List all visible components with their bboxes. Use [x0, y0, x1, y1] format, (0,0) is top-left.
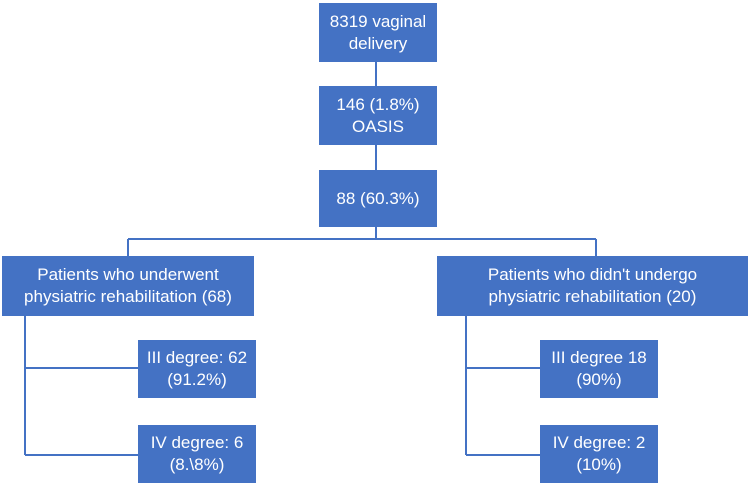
- node-rehab-line2: physiatric rehabilitation (68): [24, 287, 232, 306]
- node-rehab: Patients who underwent physiatric rehabi…: [2, 256, 254, 316]
- node-oasis: 146 (1.8%) OASIS: [319, 86, 437, 145]
- node-included: 88 (60.3%): [319, 170, 437, 227]
- node-no-rehab: Patients who didn't undergo physiatric r…: [437, 256, 748, 316]
- node-rehab-iii-degree: III degree: 62 (91.2%): [138, 340, 256, 398]
- node-rehab-iv-line1: IV degree: 6: [150, 433, 244, 452]
- node-rehab-iii-line2: (91.2%): [167, 370, 227, 389]
- node-no-rehab-iv-line2: (10%): [576, 455, 622, 474]
- node-no-rehab-line2: physiatric rehabilitation (20): [488, 287, 697, 306]
- node-total-line1: 8319 vaginal: [329, 11, 427, 31]
- node-rehab-iv-line2: (8.\8%): [169, 455, 225, 474]
- node-no-rehab-iii-line1: III degree 18: [551, 348, 647, 367]
- node-rehab-iii-line1: III degree: 62: [146, 348, 248, 367]
- node-total-deliveries: 8319 vaginal delivery: [319, 3, 437, 62]
- node-included-line1: 88 (60.3%): [336, 188, 420, 208]
- node-no-rehab-iii-degree: III degree 18 (90%): [540, 340, 658, 398]
- node-no-rehab-line1: Patients who didn't undergo: [487, 265, 698, 284]
- node-total-line2: delivery: [348, 33, 408, 53]
- node-rehab-iv-degree: IV degree: 6 (8.\8%): [138, 425, 256, 483]
- node-oasis-line2: OASIS: [352, 116, 404, 136]
- node-oasis-line1: 146 (1.8%): [336, 94, 420, 114]
- node-no-rehab-iv-line1: IV degree: 2: [552, 433, 646, 452]
- node-no-rehab-iii-line2: (90%): [576, 370, 622, 389]
- node-no-rehab-iv-degree: IV degree: 2 (10%): [540, 425, 658, 483]
- node-rehab-line1: Patients who underwent: [37, 265, 219, 284]
